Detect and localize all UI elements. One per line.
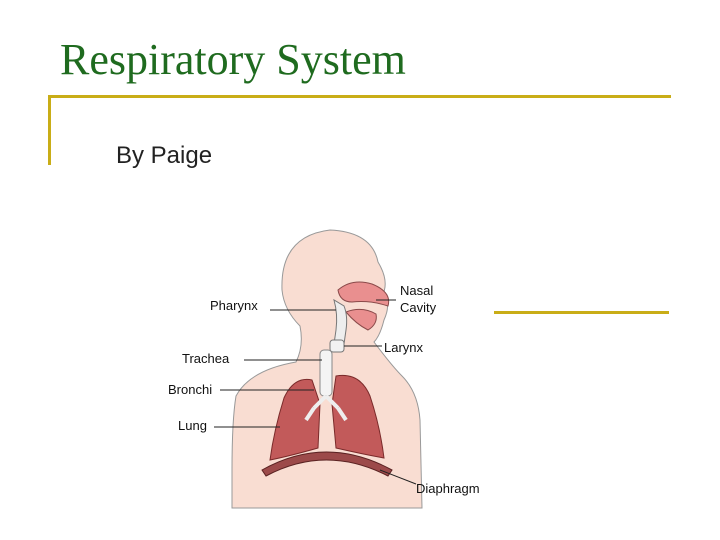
respiratory-diagram: Pharynx Nasal Cavity Larynx Trachea Bron… [160,222,500,512]
larynx [330,340,344,352]
trachea [320,350,332,396]
label-pharynx: Pharynx [210,298,258,313]
slide-subtitle: By Paige [116,142,212,170]
label-nasal-cavity-line1: Nasal [400,283,433,298]
label-diaphragm: Diaphragm [416,481,480,496]
title-underline [48,95,671,98]
label-larynx: Larynx [384,340,424,355]
right-accent-line [494,311,669,314]
label-bronchi: Bronchi [168,382,212,397]
label-lung: Lung [178,418,207,433]
slide-title: Respiratory System [60,38,406,82]
label-trachea: Trachea [182,351,230,366]
label-nasal-cavity-line2: Cavity [400,300,437,315]
left-accent-bar [48,95,51,165]
